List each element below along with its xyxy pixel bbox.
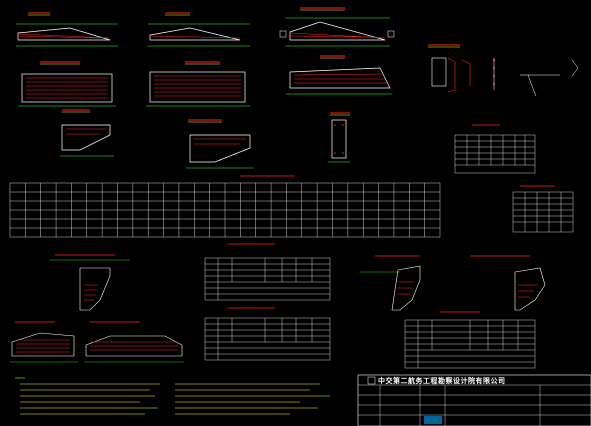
section-view-3-3 bbox=[60, 109, 114, 157]
material-table-right-1 bbox=[454, 124, 536, 174]
abutment-detail-right-1 bbox=[360, 255, 421, 311]
section-view-5-5 bbox=[286, 55, 392, 95]
rebar-shape-details bbox=[428, 44, 579, 97]
abutment-detail-left bbox=[50, 254, 130, 311]
section-view-7-7 bbox=[328, 112, 350, 163]
lower-right-table bbox=[404, 311, 536, 369]
section-view-2-2 bbox=[146, 61, 250, 107]
elevation-view-2 bbox=[148, 12, 250, 47]
section-view-4-4 bbox=[186, 119, 254, 169]
title-block bbox=[357, 374, 591, 426]
main-quantity-table bbox=[9, 175, 441, 238]
material-table-right-2 bbox=[512, 185, 574, 233]
beam-detail-middle bbox=[84, 321, 184, 363]
abutment-detail-right-2 bbox=[470, 255, 546, 311]
general-notes bbox=[15, 377, 330, 415]
elevation-view-3 bbox=[279, 7, 395, 47]
company-name: 中交第二航务工程勘察设计院有限公司 bbox=[378, 377, 506, 385]
section-view-1-1 bbox=[18, 61, 116, 107]
elevation-view-1 bbox=[16, 12, 118, 47]
beam-detail-left bbox=[10, 321, 78, 363]
middle-table-2 bbox=[204, 307, 331, 361]
middle-table-1 bbox=[204, 243, 331, 301]
